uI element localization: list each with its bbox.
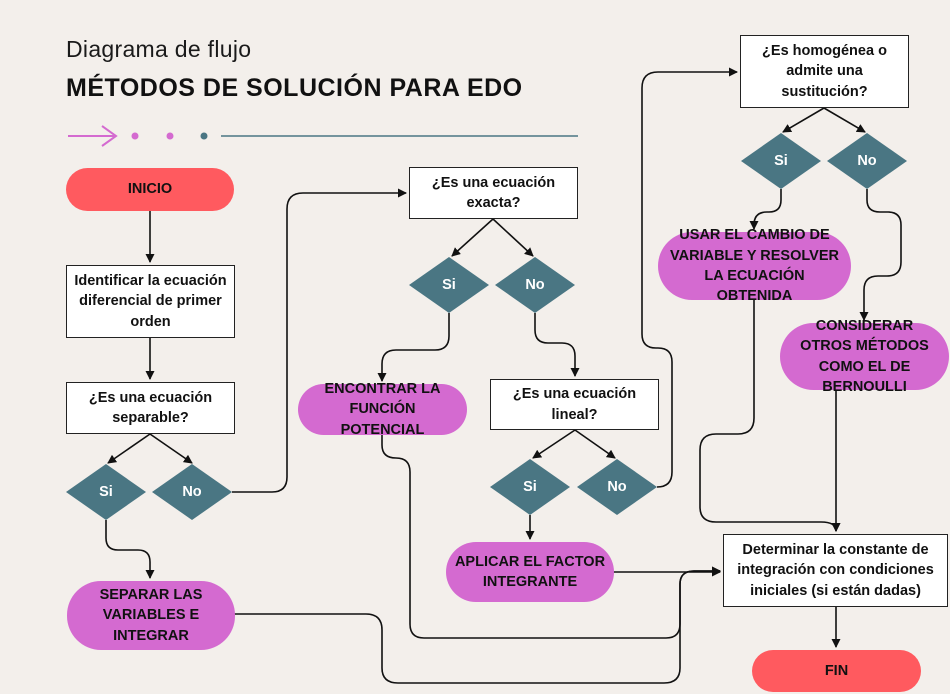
- connector-exacta-no: [492, 218, 534, 257]
- connector-homogenea-si: [782, 107, 825, 133]
- diagram-subtitle: Diagrama de flujo: [66, 36, 252, 62]
- homogenea-si-label: Si: [774, 153, 788, 169]
- connector-si-separar: [105, 520, 155, 579]
- identificar-node: Identificar la ecuación diferencial de p…: [66, 265, 235, 338]
- connector-separar-constante: [234, 566, 721, 684]
- connector-lineal-no: [574, 429, 616, 459]
- separable-si-diamond: [66, 464, 146, 520]
- lineal-si-diamond: [490, 459, 570, 515]
- lineal-si-label: Si: [523, 479, 537, 495]
- exacta-no-label: No: [525, 277, 545, 293]
- connector-no-lineal: [534, 313, 580, 377]
- factor-node: APLICAR EL FACTOR INTEGRANTE: [446, 542, 614, 602]
- lineal-question: ¿Es una ecuación lineal?: [490, 379, 659, 430]
- inicio-node: INICIO: [66, 168, 234, 211]
- separable-no-diamond: [152, 464, 232, 520]
- potencial-node: ENCONTRAR LA FUNCIÓN POTENCIAL: [298, 381, 467, 438]
- connector-no-otros: [859, 189, 902, 321]
- homogenea-no-label: No: [857, 153, 877, 169]
- header-decoration: [68, 125, 578, 147]
- connector-exacta-si: [451, 218, 494, 257]
- connector-homogenea-no: [823, 107, 866, 133]
- separable-si-label: Si: [99, 484, 113, 500]
- separable-question: ¿Es una ecuación separable?: [66, 382, 235, 434]
- connector-potencial-constante: [381, 434, 721, 639]
- fin-node: FIN: [752, 650, 921, 692]
- exacta-question: ¿Es una ecuación exacta?: [409, 167, 578, 219]
- otros-node: CONSIDERAR OTROS MÉTODOS COMO EL DE BERN…: [780, 318, 949, 395]
- separable-no-label: No: [182, 484, 202, 500]
- connector-separable-si: [107, 433, 151, 464]
- exacta-si-label: Si: [442, 277, 456, 293]
- connector-si-cambio: [749, 189, 782, 230]
- diagram-title: MÉTODOS DE SOLUCIÓN PARA EDO: [66, 74, 523, 102]
- connector-si-potencial: [377, 313, 450, 382]
- exacta-no-diamond: [495, 257, 575, 313]
- lineal-no-diamond: [577, 459, 657, 515]
- homogenea-question: ¿Es homogénea o admite una sustitución?: [740, 35, 909, 108]
- connector-lineal-si: [532, 429, 576, 459]
- lineal-no-label: No: [607, 479, 627, 495]
- cambio-node: USAR EL CAMBIO DE VARIABLE Y RESOLVER LA…: [658, 227, 851, 304]
- connector-cambio-constante: [699, 300, 841, 532]
- constante-node: Determinar la constante de integración c…: [723, 534, 948, 607]
- homogenea-no-diamond: [827, 133, 907, 189]
- homogenea-si-diamond: [741, 133, 821, 189]
- exacta-si-diamond: [409, 257, 489, 313]
- separar-node: SEPARAR LAS VARIABLES E INTEGRAR: [67, 581, 235, 650]
- connector-no-exacta: [232, 188, 407, 493]
- connector-no-homogenea: [641, 67, 738, 488]
- connector-separable-no: [149, 433, 193, 464]
